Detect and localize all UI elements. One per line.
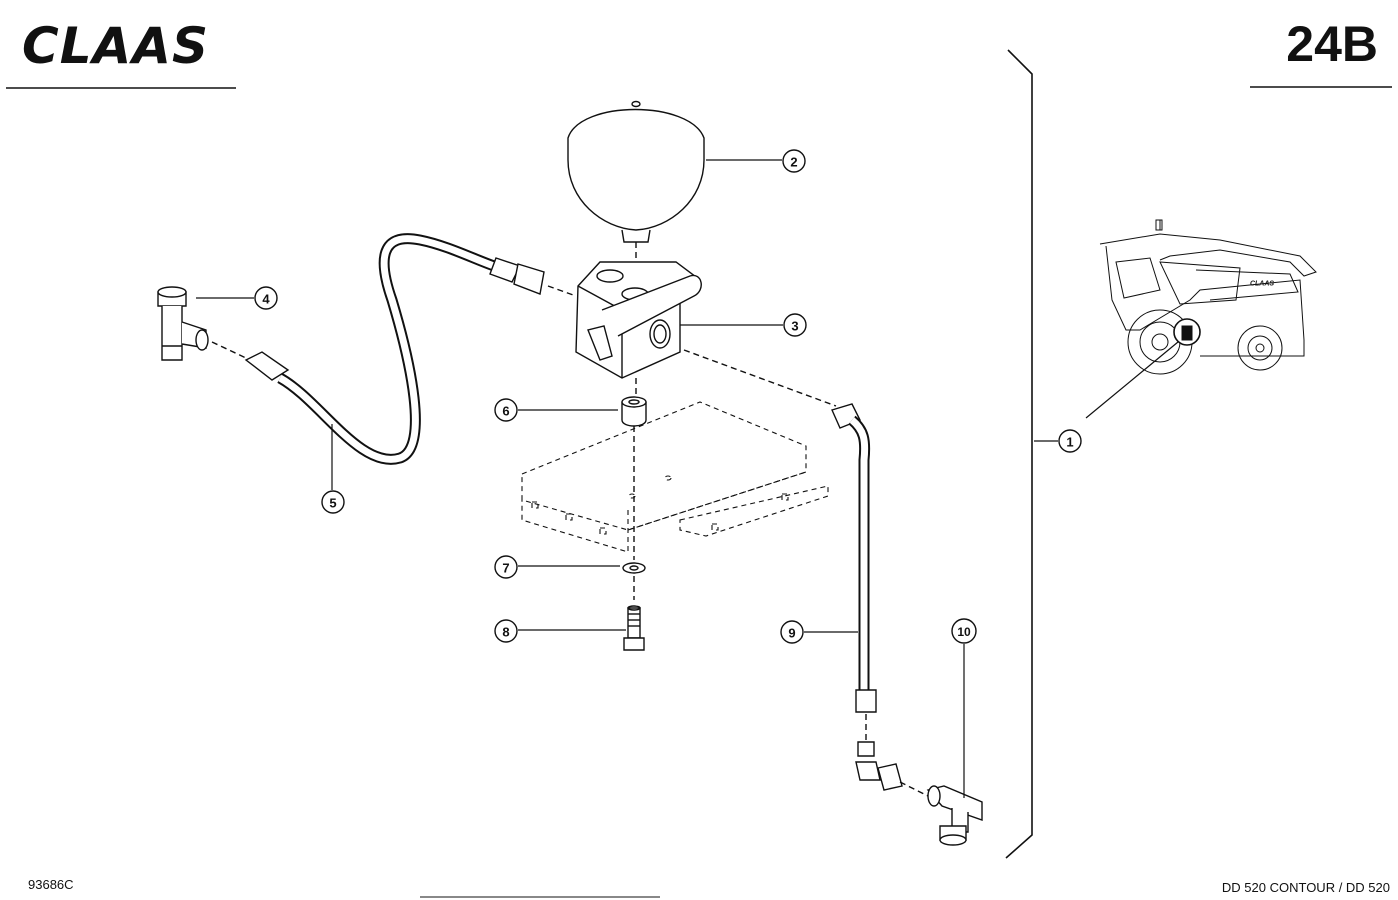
callout-circle-6 bbox=[494, 398, 518, 422]
leader-lines bbox=[196, 159, 1058, 798]
drawing-number: 93686C bbox=[28, 877, 74, 892]
callout-label-7: 7 bbox=[502, 561, 509, 576]
machine-inset bbox=[1085, 219, 1317, 419]
callout-label-4: 4 bbox=[262, 292, 270, 307]
hose-part-5 bbox=[211, 233, 577, 465]
callout-label-6: 6 bbox=[502, 404, 509, 419]
callout-circle-1 bbox=[1058, 429, 1082, 453]
bushing-part-6 bbox=[621, 396, 647, 560]
callout-label-1: 1 bbox=[1066, 435, 1073, 450]
page-code: 24B bbox=[1286, 16, 1378, 72]
valve-block-part-3 bbox=[575, 261, 702, 396]
callout-label-10: 10 bbox=[957, 625, 971, 639]
callout-label-3: 3 bbox=[791, 319, 798, 334]
callout-label-8: 8 bbox=[502, 625, 509, 640]
callout-circle-5 bbox=[321, 490, 345, 514]
brand-logo: CLAAS bbox=[22, 17, 209, 75]
callout-circle-3 bbox=[783, 313, 807, 337]
callout-label-5: 5 bbox=[329, 496, 336, 511]
callout-circles bbox=[254, 149, 1082, 644]
group-bracket bbox=[1005, 49, 1033, 859]
callout-circle-8 bbox=[494, 619, 518, 643]
tee-fitting-part-10 bbox=[926, 785, 983, 846]
callout-circle-7 bbox=[494, 555, 518, 579]
hose-part-9 bbox=[683, 349, 877, 742]
bolt-part-8 bbox=[623, 605, 645, 651]
callout-circle-10 bbox=[951, 618, 977, 644]
mounting-plate bbox=[521, 401, 829, 553]
callout-circle-9 bbox=[780, 620, 804, 644]
inset-machine-brand: CLAAS bbox=[1250, 281, 1274, 288]
callout-circle-2 bbox=[782, 149, 806, 173]
tee-fitting-part-4 bbox=[157, 286, 209, 361]
model-name: DD 520 CONTOUR / DD 520 bbox=[1221, 880, 1390, 895]
callout-label-2: 2 bbox=[790, 155, 797, 170]
accumulator-part-2 bbox=[567, 100, 705, 266]
washer-part-7 bbox=[622, 562, 646, 600]
callout-circle-4 bbox=[254, 286, 278, 310]
adapter-fittings bbox=[855, 741, 929, 797]
callout-label-9: 9 bbox=[788, 626, 795, 641]
